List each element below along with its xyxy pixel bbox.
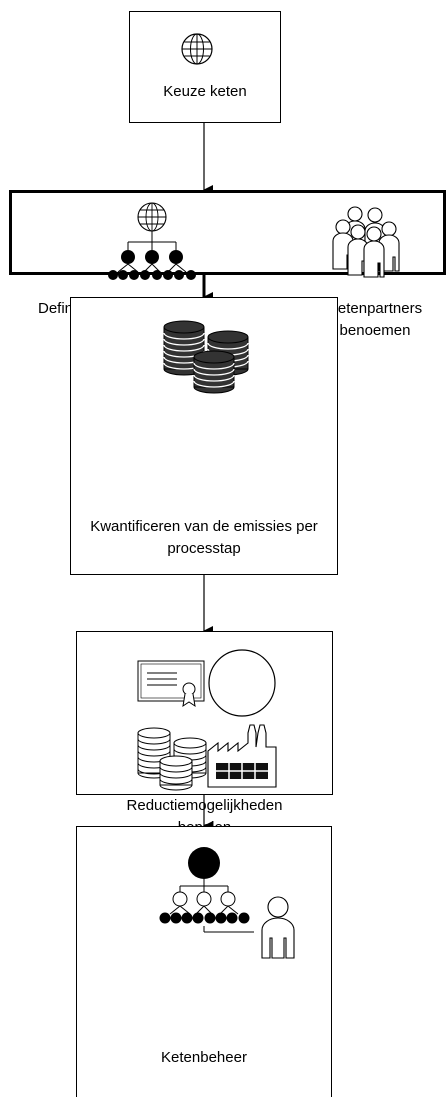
coin-stacks-icon [163, 320, 249, 394]
step-kwantificeren-label: Kwantificeren van de emissies per proces… [90, 518, 318, 557]
certificate-icon [137, 660, 205, 708]
globe-process-network-icon [108, 202, 196, 280]
step-reductie-overlay: Reductiemogelijkheden bepalen [76, 631, 333, 836]
step-partners-label: Ketenpartners benoemen [327, 300, 423, 339]
coin-stacks-icon [137, 727, 207, 791]
hierarchy-network-icon [159, 847, 254, 933]
circle-icon [208, 649, 276, 717]
step-ketenbeheer-overlay: Ketenbeheer [76, 826, 332, 1097]
step-ketenbeheer-label: Ketenbeheer [161, 1049, 247, 1066]
people-group-icon [332, 206, 400, 278]
step-keuze-label: Keuze keten [163, 83, 247, 100]
person-icon [261, 896, 295, 959]
globe-icon [181, 33, 213, 65]
factory-icon [207, 724, 277, 788]
step-definieren-overlay: Definiëren van processtappen in de keten… [9, 190, 446, 339]
step-kwantificeren-overlay: Kwantificeren van de emissies per proces… [70, 297, 338, 575]
step-keuze-keten: Keuze keten [129, 11, 281, 123]
